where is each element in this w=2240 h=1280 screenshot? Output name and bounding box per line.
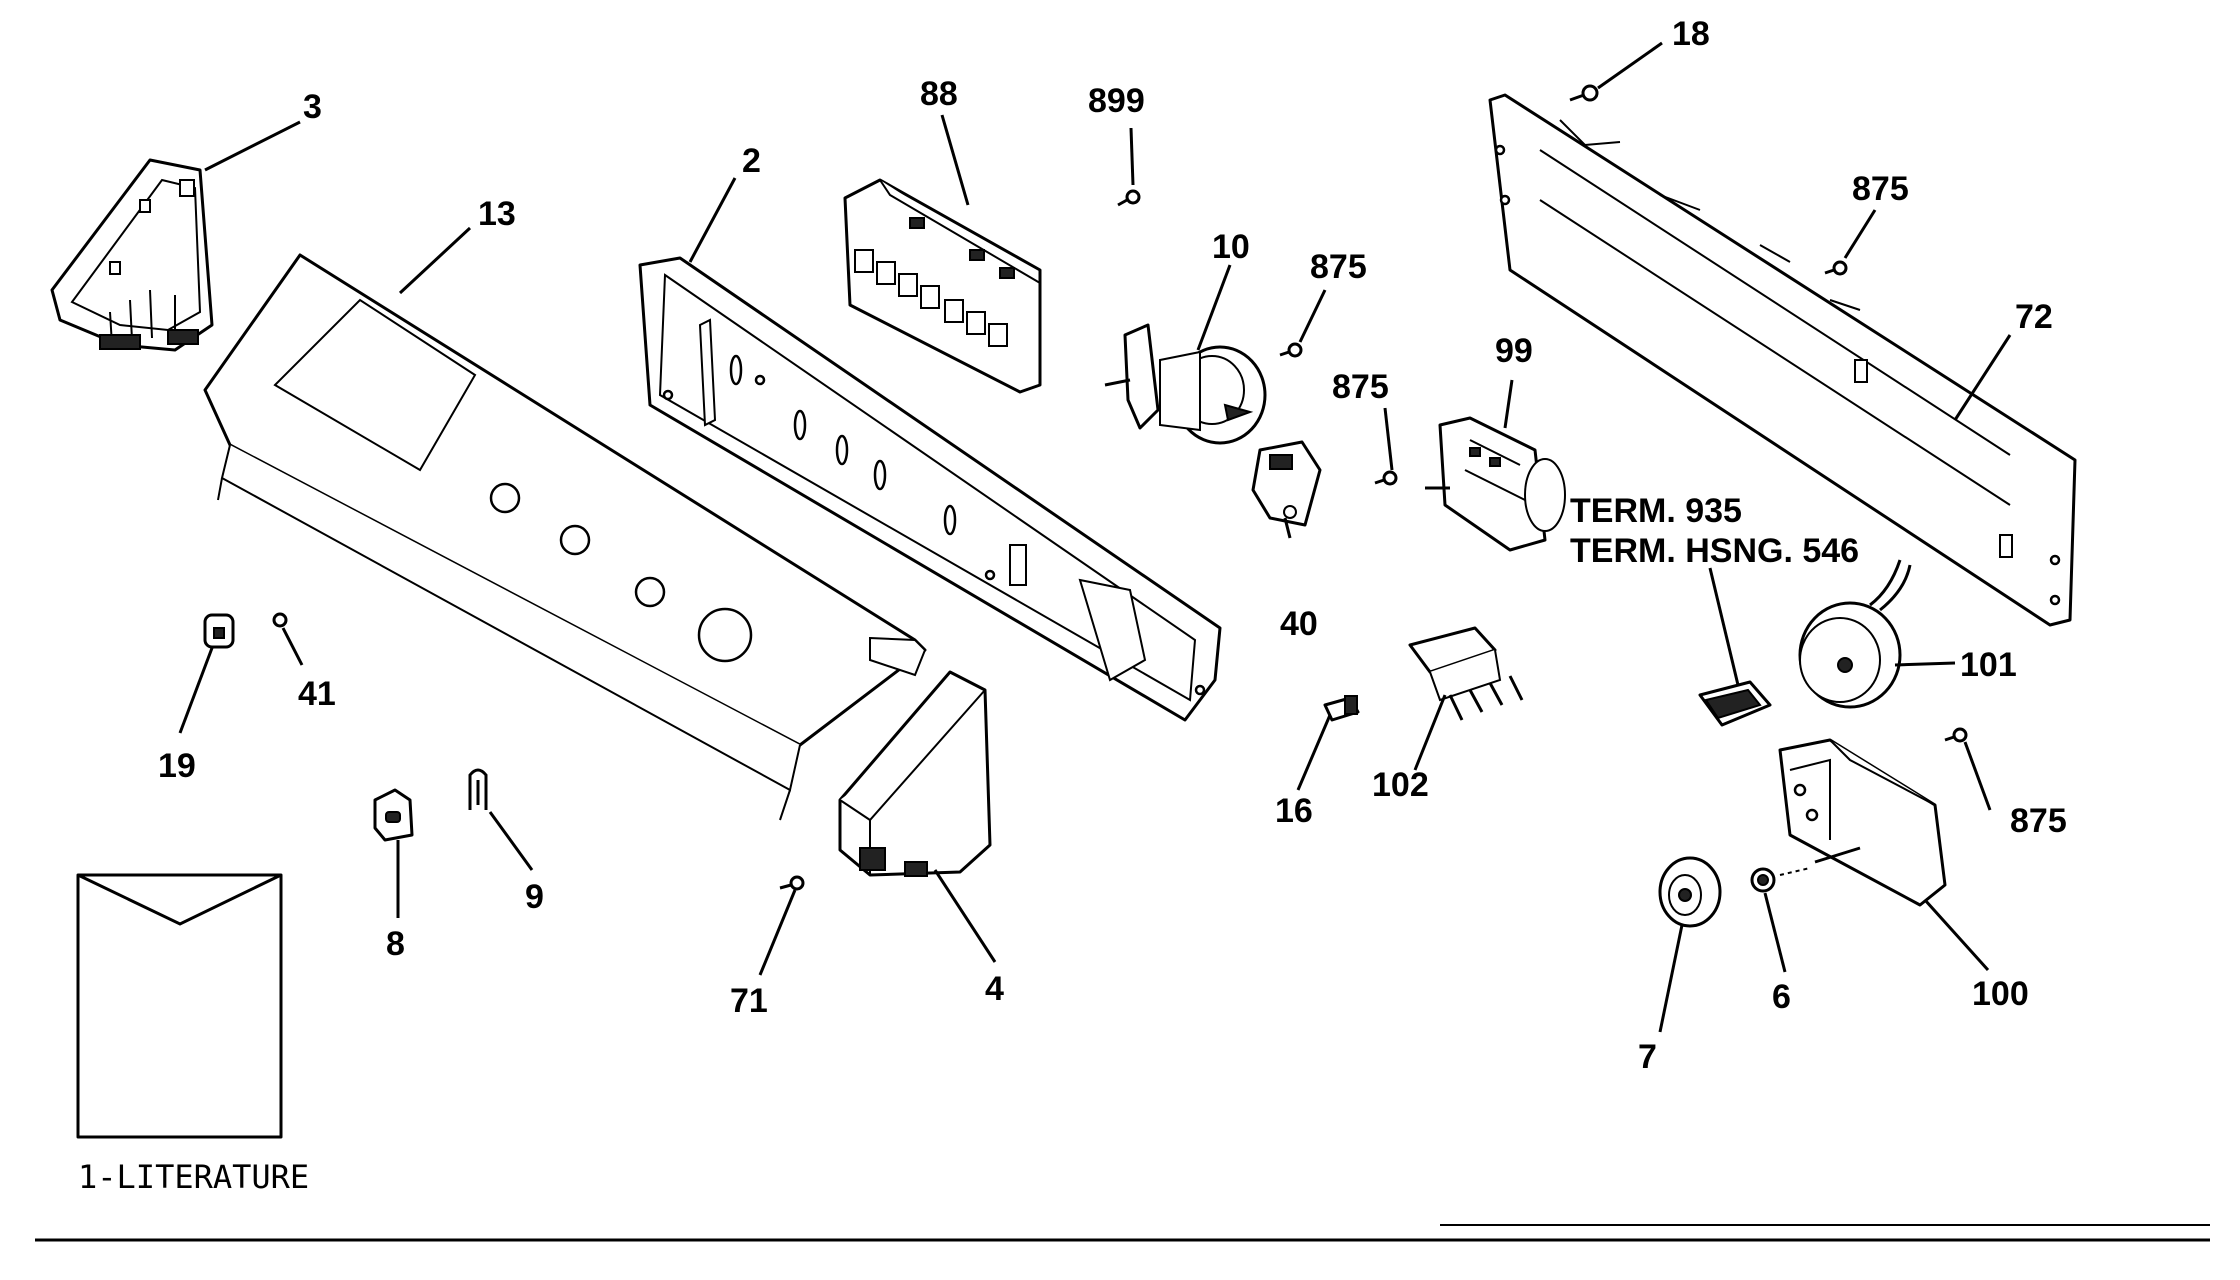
label-part-100: 100 [1972, 975, 2029, 1013]
label-part-875-a: 875 [1310, 248, 1367, 286]
leader-lines [178, 41, 2012, 1033]
part-8-clip [373, 788, 414, 842]
part-40-switch [1251, 440, 1322, 539]
label-part-99: 99 [1495, 332, 1533, 370]
part-16-clip [1323, 695, 1360, 722]
label-part-4: 4 [985, 970, 1004, 1008]
part-875-screw-c [1824, 260, 1848, 276]
label-part-102: 102 [1372, 766, 1429, 804]
label-part-88: 88 [920, 75, 958, 113]
part-875-screw-a [1279, 342, 1303, 358]
label-part-72: 72 [2015, 298, 2053, 336]
part-10-selector-switch [1104, 323, 1267, 445]
label-part-875-c: 875 [1852, 170, 1909, 208]
label-part-40: 40 [1280, 605, 1318, 643]
part-99-timer-module [1425, 416, 1566, 552]
label-part-41: 41 [298, 675, 336, 713]
label-part-3: 3 [303, 88, 322, 126]
part-875-screw-d [1944, 727, 1968, 743]
label-terminal-housing: TERM. HSNG. 546 [1570, 532, 1859, 570]
label-part-71: 71 [730, 982, 768, 1020]
label-part-899: 899 [1088, 82, 1145, 120]
part-13-front-panel [203, 253, 927, 821]
label-part-16: 16 [1275, 792, 1313, 830]
part-546-terminal-housing [1698, 680, 1772, 727]
label-part-19: 19 [158, 747, 196, 785]
part-9-spring-clip [468, 768, 488, 810]
label-part-2: 2 [742, 142, 761, 180]
part-41-screw [272, 612, 288, 628]
part-labels: 3 13 2 88 899 10 875 875 40 99 18 875 72… [78, 15, 2067, 1196]
label-part-875-d: 875 [2010, 802, 2067, 840]
part-102-terminal-block [1408, 626, 1524, 721]
label-part-6: 6 [1772, 978, 1791, 1016]
part-1-literature-envelope [76, 873, 283, 1139]
part-7-knob [1658, 856, 1722, 928]
part-899-screw [1117, 189, 1141, 207]
label-part-8: 8 [386, 925, 405, 963]
label-literature: 1-LITERATURE [78, 1158, 309, 1196]
part-19-clip [203, 613, 235, 649]
part-100-timer [1778, 738, 1947, 907]
part-71-screw [779, 875, 805, 891]
part-4-right-end-cap [838, 670, 992, 877]
label-part-875-b: 875 [1332, 368, 1389, 406]
part-6-nut [1750, 867, 1811, 893]
label-part-7: 7 [1638, 1038, 1657, 1076]
part-88-switch-bank [843, 178, 1042, 394]
part-2-backsplash-frame [638, 256, 1222, 722]
label-part-9: 9 [525, 878, 544, 916]
label-part-10: 10 [1212, 228, 1250, 266]
label-part-101: 101 [1960, 646, 2017, 684]
part-72-back-panel [1488, 93, 2077, 627]
part-3-left-end-cap [50, 158, 214, 352]
part-875-screw-b [1374, 470, 1398, 486]
part-18-screw [1569, 84, 1599, 102]
part-101-timer-motor [1798, 559, 1912, 709]
label-part-18: 18 [1672, 15, 1710, 53]
label-terminal: TERM. 935 [1570, 492, 1742, 530]
label-part-13: 13 [478, 195, 516, 233]
